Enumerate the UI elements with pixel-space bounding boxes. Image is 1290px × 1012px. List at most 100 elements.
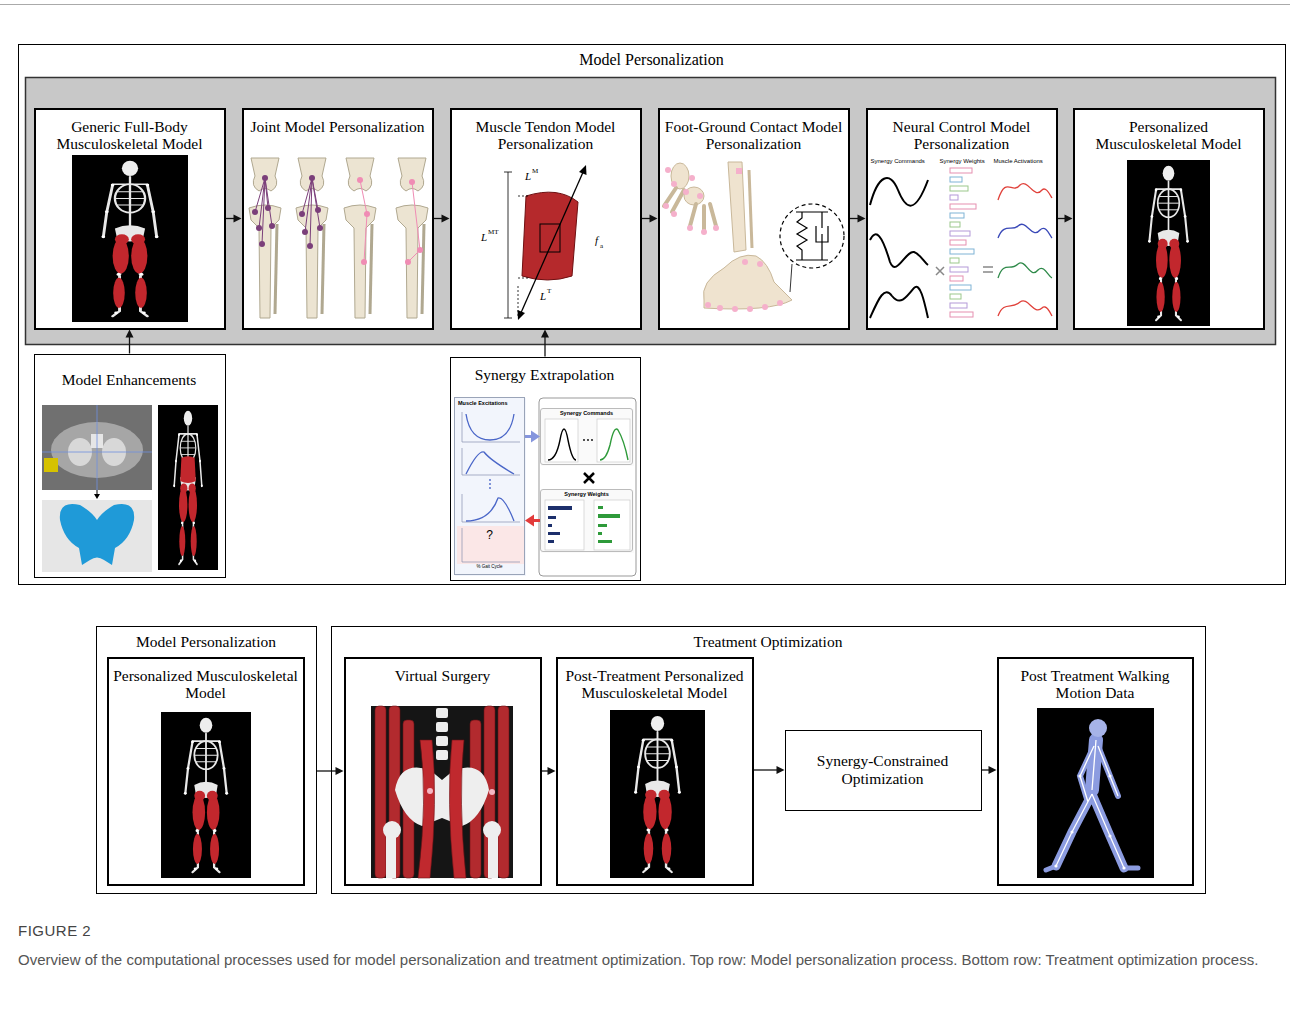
symbol-label: L <box>540 290 546 303</box>
panel-grounds <box>26 78 1276 345</box>
connector-line <box>544 337 545 357</box>
connector-arrow <box>850 215 866 223</box>
arrow-head <box>777 766 785 774</box>
arrow-head <box>650 215 658 223</box>
synergy-extrapolation-drawing <box>455 398 636 576</box>
connector-arrow <box>1058 215 1073 223</box>
arrow-head <box>336 767 344 775</box>
panel-frame: Model PersonalizationPersonalized Muscul… <box>96 626 317 894</box>
connector-line <box>533 519 540 522</box>
plot-box: Synergy Weights <box>540 489 633 552</box>
panel-frame: Treatment OptimizationVirtual Surgery Pos… <box>331 626 1206 894</box>
box-heading: Personalized Musculoskeletal Model <box>113 667 299 703</box>
box-heading: Neural Control Model Personalization <box>872 118 1052 154</box>
box-heading: Foot-Ground Contact Model Personalizatio… <box>664 118 844 154</box>
connector-arrow <box>126 330 134 354</box>
top-rule <box>0 4 1290 5</box>
box-heading: Virtual Surgery <box>350 667 536 685</box>
connector-line <box>226 218 235 219</box>
arrow-head <box>525 515 534 527</box>
connector-arrow <box>226 215 242 223</box>
box-label: % Gait Cycle <box>459 564 520 569</box>
arrow-head <box>234 215 242 223</box>
connector-arrow <box>642 215 658 223</box>
connector-line <box>434 218 443 219</box>
plot-box: Muscle Excitations?% Gait Cycle <box>454 397 525 575</box>
symbol-label: L <box>525 170 531 183</box>
skeleton-model <box>610 710 705 878</box>
box-heading: Model Personalization <box>101 633 311 651</box>
neural-control-drawing <box>870 168 1052 318</box>
input-box: Model Enhancements <box>34 354 226 578</box>
foot-contact-drawing <box>663 162 844 312</box>
box-heading: Personalized Musculoskeletal Model <box>1079 118 1259 154</box>
process-box: Personalized Musculoskeletal Model <box>107 657 305 886</box>
connector-line <box>642 218 651 219</box>
box-heading: Model Enhancements <box>39 371 220 389</box>
walking-figure <box>1037 708 1154 878</box>
connector-line <box>129 337 130 354</box>
symbol-label: T <box>547 287 551 295</box>
box-heading: Post-Treatment Personalized Musculoskele… <box>560 667 750 703</box>
symbol-label: L <box>481 231 487 244</box>
box-heading: Post Treatment Walking Motion Data <box>1003 667 1188 703</box>
box-heading: Generic Full-Body Musculoskeletal Model <box>40 118 220 154</box>
process-box: Generic Full-Body Musculoskeletal Model <box>34 108 226 330</box>
connector-line <box>850 218 859 219</box>
box-heading: Muscle Tendon Model Personalization <box>456 118 636 154</box>
process-box: Foot-Ground Contact Model Personalizatio… <box>658 108 850 330</box>
virtual-surgery-drawing <box>371 706 513 878</box>
figure-number: FIGURE 2 <box>18 922 91 939</box>
box-heading: Synergy-Constrained Optimization <box>790 752 976 788</box>
arrow-head <box>1065 215 1073 223</box>
process-box: Synergy-Constrained Optimization <box>785 730 982 811</box>
arrow-head <box>548 767 556 775</box>
process-box: Personalized Musculoskeletal Model <box>1073 108 1265 330</box>
process-box: Neural Control Model PersonalizationSyne… <box>866 108 1058 330</box>
skeleton-model <box>158 405 218 570</box>
box-label: Synergy Weights <box>940 158 985 165</box>
connector-line <box>1058 218 1066 219</box>
skeleton-model <box>72 155 188 322</box>
connector-arrow <box>542 767 556 775</box>
panel-frame: Model PersonalizationGeneric Full-Body M… <box>18 44 1286 585</box>
skeleton-model <box>1127 160 1210 326</box>
connector-line <box>982 769 990 770</box>
arrow-head <box>442 215 450 223</box>
connector-arrow <box>982 766 997 774</box>
figure-caption: Overview of the computational processes … <box>18 948 1273 971</box>
arrow-head <box>858 215 866 223</box>
box-label: ? <box>459 529 520 543</box>
knee-bones <box>249 158 428 318</box>
connector-arrow <box>754 766 785 774</box>
connector-arrow <box>525 515 540 527</box>
box-label: Synergy Commands <box>871 158 925 165</box>
box-heading: Synergy Weights <box>545 491 628 497</box>
box-label: Muscle Activations <box>994 158 1043 165</box>
connector-arrow <box>525 431 540 443</box>
connector-line <box>525 435 532 438</box>
box-heading: Joint Model Personalization <box>248 118 428 136</box>
symbol-label: M <box>532 167 538 175</box>
connector-line <box>754 769 778 770</box>
process-box: Post-Treatment Personalized Musculoskele… <box>556 657 754 886</box>
connector-line <box>317 770 337 771</box>
process-box: Virtual Surgery <box>344 657 542 886</box>
connector-arrow <box>541 330 549 357</box>
symbol-label: a <box>600 242 603 250</box>
symbol-label: MT <box>488 228 499 236</box>
box-heading: Treatment Optimization <box>336 633 1200 651</box>
symbol-label: f <box>595 234 598 247</box>
process-box: Post Treatment Walking Motion Data <box>997 657 1194 886</box>
box-heading: Synergy Commands <box>545 410 628 416</box>
box-heading: Model Personalization <box>23 51 1280 69</box>
arrow-head <box>531 431 540 443</box>
plot-box: Synergy Commands <box>540 408 633 465</box>
process-box: Joint Model Personalization <box>242 108 434 330</box>
muscle-tendon-drawing <box>504 165 587 320</box>
arrow-head <box>126 330 134 338</box>
connector-arrow <box>434 215 450 223</box>
input-box: Synergy ExtrapolationMuscle Excitations?… <box>450 357 641 581</box>
ct-scan-drawing <box>42 405 152 572</box>
arrow-head <box>541 330 549 338</box>
